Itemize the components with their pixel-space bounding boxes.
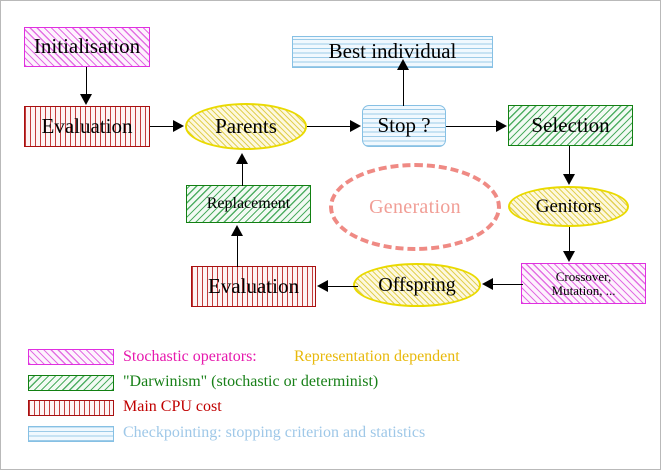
crossover-line-1: Crossover, xyxy=(555,269,612,285)
legend-label-representation: Representation dependent xyxy=(294,348,460,365)
arrowhead-eval-to-replacement xyxy=(231,225,243,236)
node-initialisation[interactable]: Initialisation xyxy=(24,27,150,67)
legend-swatch-cpu xyxy=(28,400,114,416)
node-stop[interactable]: Stop ? xyxy=(362,105,446,147)
edge-init-to-eval xyxy=(86,67,88,96)
edge-offspring-to-eval xyxy=(328,286,358,288)
legend-swatch-darwinism xyxy=(28,375,114,391)
edge-eval-to-replacement xyxy=(237,235,239,267)
arrowhead-eval-to-parents xyxy=(173,120,184,132)
edge-stop-to-best xyxy=(403,70,405,106)
edge-selection-to-genitors xyxy=(569,146,571,176)
edge-crossover-to-offspring xyxy=(491,284,523,286)
arrowhead-replacement-to-parents xyxy=(236,153,248,164)
node-parents[interactable]: Parents xyxy=(185,103,307,150)
node-replacement[interactable]: Replacement xyxy=(186,185,311,223)
edge-genitors-to-crossover xyxy=(569,227,571,253)
node-offspring[interactable]: Offspring xyxy=(353,263,481,307)
node-selection[interactable]: Selection xyxy=(508,105,633,146)
edge-parents-to-stop xyxy=(307,126,352,128)
legend-swatch-checkpointing xyxy=(28,426,114,442)
legend-label-stochastic: Stochastic operators: xyxy=(123,348,257,365)
edge-stop-to-selection xyxy=(446,126,498,128)
legend-swatch-stochastic xyxy=(28,349,114,365)
arrowhead-init-to-eval xyxy=(80,94,92,105)
edge-eval-to-parents xyxy=(150,126,176,128)
arrowhead-stop-to-best xyxy=(397,59,409,70)
crossover-line-2: Mutation, ... xyxy=(551,282,616,298)
node-generation-ring: Generation xyxy=(329,163,501,251)
generation-label: Generation xyxy=(369,195,461,218)
arrowhead-parents-to-stop xyxy=(350,120,361,132)
node-evaluation-bottom[interactable]: Evaluation xyxy=(191,266,316,307)
arrowhead-offspring-to-eval xyxy=(317,280,328,292)
edge-replacement-to-parents xyxy=(242,164,244,186)
node-crossover-mutation[interactable]: Crossover, Mutation, ... xyxy=(521,263,646,304)
arrowhead-genitors-to-crossover xyxy=(563,251,575,262)
legend-label-darwinism: "Darwinism" (stochastic or determinist) xyxy=(123,373,379,390)
arrowhead-crossover-to-offspring xyxy=(482,278,493,290)
node-evaluation-top[interactable]: Evaluation xyxy=(24,106,150,147)
legend-label-cpu: Main CPU cost xyxy=(123,398,222,415)
legend-label-checkpointing: Checkpointing: stopping criterion and st… xyxy=(123,424,426,441)
node-genitors[interactable]: Genitors xyxy=(508,186,629,227)
arrowhead-stop-to-selection xyxy=(496,120,507,132)
arrowhead-selection-to-genitors xyxy=(563,174,575,185)
node-best-individual[interactable]: Best individual xyxy=(292,36,493,68)
